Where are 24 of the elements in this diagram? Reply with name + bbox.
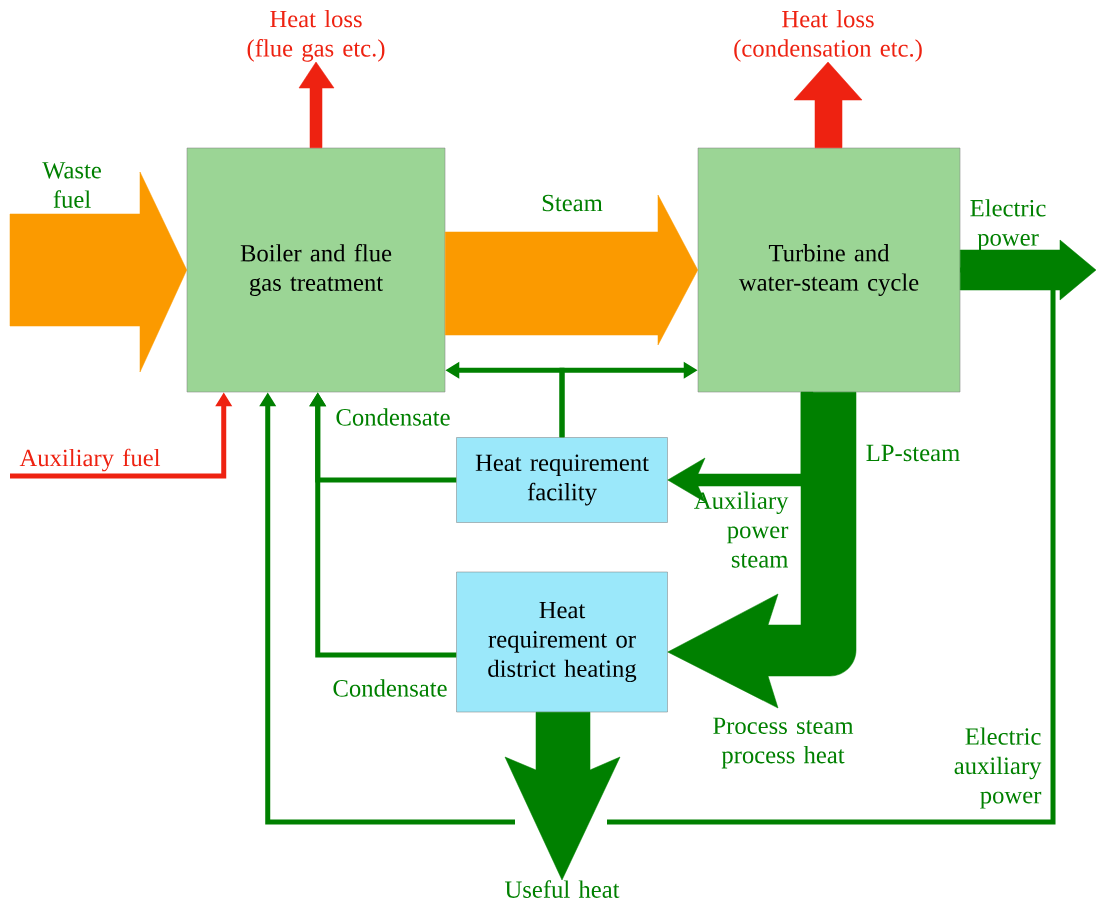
edge-label: Waste fuel <box>42 162 101 208</box>
edge-label: Electric power <box>970 199 1046 251</box>
edge-label: Electric auxiliary power <box>954 727 1042 809</box>
flow-label: Heat loss (flue gas etc.) <box>247 9 385 62</box>
flow-arrow <box>445 194 698 346</box>
process-box: Heat requirement facility <box>456 437 668 523</box>
process-box: Boiler and flue gas treatment <box>186 147 446 393</box>
edge-label: Steam <box>542 194 603 212</box>
edge-label: Auxiliary fuel <box>19 448 161 472</box>
flow-label: Auxiliary power steam <box>694 491 789 568</box>
flow-arrow <box>960 239 1096 301</box>
flow-label: Process steam process heat <box>713 717 854 769</box>
flow-arrow <box>298 61 335 148</box>
flow-arrow <box>9 171 187 373</box>
process-box: Heat requirement or district heating <box>456 571 668 713</box>
flow-arrow <box>504 712 621 881</box>
flow-arrow <box>667 392 857 709</box>
flow-label: Heat loss (condensation etc.) <box>734 10 922 62</box>
flow-label: Useful heat <box>505 880 620 898</box>
edge-label: Condensate <box>333 679 447 697</box>
process-box: Turbine and water-steam cycle <box>697 147 961 393</box>
flow-arrow <box>793 61 863 148</box>
edge-label: Condensate <box>336 408 450 426</box>
flow-label: LP-steam <box>866 444 960 462</box>
